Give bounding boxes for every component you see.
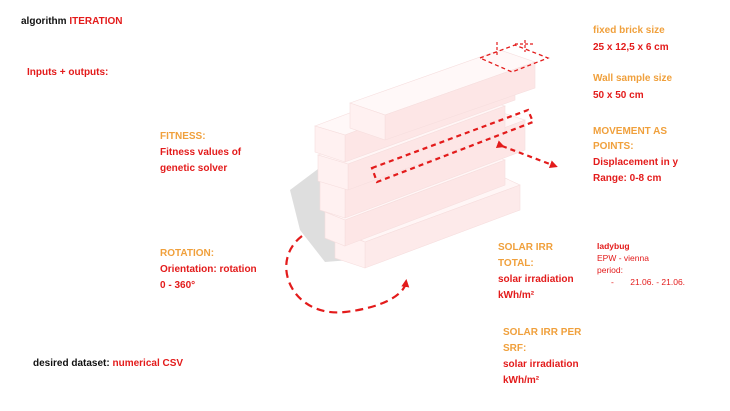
ladybug-block: ladybug EPW - vienna period: - 21.06. - …: [597, 241, 685, 288]
brick: [349, 49, 536, 141]
fitness-line2: genetic solver: [160, 163, 228, 174]
movement-title2: POINTS:: [593, 141, 634, 152]
movement-outline: [370, 108, 535, 184]
brick-size-title: fixed brick size: [593, 25, 665, 36]
header-highlight: ITERATION: [69, 16, 123, 27]
header-title: algorithm ITERATION: [21, 15, 123, 28]
solar-srf-line1: solar irradiation: [503, 359, 579, 370]
movement-block: MOVEMENT AS POINTS: Displacement in y Ra…: [593, 125, 678, 185]
brick-size-value: 25 x 12,5 x 6 cm: [593, 42, 669, 53]
solar-srf-block: SOLAR IRR PER SRF: solar irradiation kWh…: [503, 326, 581, 387]
solar-total-line2: kWh/m²: [498, 290, 535, 301]
inputs-outputs-label: Inputs + outputs:: [27, 67, 109, 78]
solar-srf-title1: SOLAR IRR PER: [503, 327, 582, 338]
brick-size-block: fixed brick size 25 x 12,5 x 6 cm: [593, 24, 669, 54]
header-prefix: algorithm: [21, 16, 67, 27]
movement-title1: MOVEMENT AS: [593, 126, 668, 137]
rotation-title: ROTATION:: [160, 248, 215, 259]
fitness-line1: Fitness values of: [160, 147, 242, 158]
dataset-value: numerical CSV: [112, 358, 184, 369]
brick-size-outline: [478, 44, 550, 73]
movement-line2: Range: 0-8 cm: [593, 173, 662, 184]
solar-srf-title2: SRF:: [503, 343, 527, 354]
solar-total-block: SOLAR IRR TOTAL: solar irradiation kWh/m…: [498, 241, 574, 302]
ladybug-dates: 21.06. - 21.06.: [630, 277, 686, 287]
dataset-prefix: desired dataset:: [33, 358, 110, 369]
ladybug-title: ladybug: [597, 241, 630, 251]
ladybug-line1: EPW - vienna: [597, 253, 649, 263]
movement-line1: Displacement in y: [593, 157, 679, 168]
brick-stack: [314, 49, 536, 269]
wall-size-value: 50 x 50 cm: [593, 90, 644, 101]
ladybug-period: - 21.06. - 21.06.: [597, 277, 685, 288]
wall-size-title: Wall sample size: [593, 73, 673, 84]
solar-total-title2: TOTAL:: [498, 258, 534, 269]
rotation-line2: 0 - 360°: [160, 280, 196, 291]
solar-srf-line2: kWh/m²: [503, 375, 540, 386]
movement-arrow: [495, 140, 558, 168]
ladybug-dash: -: [611, 277, 614, 287]
fitness-title: FITNESS:: [160, 131, 206, 142]
rotation-arc: [285, 235, 410, 314]
rotation-line1: Orientation: rotation: [160, 264, 257, 275]
solar-total-title1: SOLAR IRR: [498, 242, 553, 253]
rotation-block: ROTATION: Orientation: rotation 0 - 360°: [160, 247, 257, 292]
dataset-label: desired dataset: numerical CSV: [33, 357, 183, 370]
ladybug-line2: period:: [597, 265, 623, 275]
wall-size-block: Wall sample size 50 x 50 cm: [593, 72, 672, 102]
fitness-block: FITNESS: Fitness values of genetic solve…: [160, 130, 241, 175]
solar-total-line1: solar irradiation: [498, 274, 574, 285]
